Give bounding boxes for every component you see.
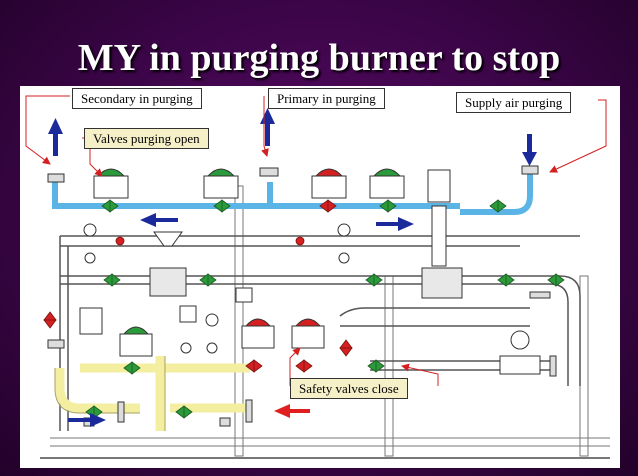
red-flow-arrows [274, 404, 310, 418]
valves-red [43, 199, 353, 373]
piping-diagram: Secondary in purging Primary in purging … [20, 86, 620, 468]
slide-title: MY in purging burner to stop [77, 37, 561, 79]
control-valves [79, 169, 541, 375]
valves-green [85, 199, 565, 419]
callout-supply-air-purging: Supply air purging [456, 92, 572, 113]
support-frame [40, 185, 610, 459]
actuator-green-3 [369, 168, 405, 199]
callout-safety-valves-close: Safety valves close [290, 378, 408, 399]
actuator-green-1 [93, 168, 129, 199]
callout-valves-purging-open: Valves purging open [84, 128, 209, 149]
actuator-red-3 [291, 318, 325, 349]
actuator-red-2 [241, 318, 275, 349]
callout-primary-purging: Primary in purging [268, 88, 385, 109]
piping-schematic [25, 95, 610, 459]
actuator-green-2 [203, 168, 239, 199]
actuator-red-1 [311, 168, 347, 199]
callout-secondary-purging: Secondary in purging [72, 88, 202, 109]
blue-flow-arrows [48, 108, 537, 427]
actuator-green-4 [119, 326, 153, 357]
gauges [83, 223, 530, 354]
callout-leaders [25, 95, 607, 386]
